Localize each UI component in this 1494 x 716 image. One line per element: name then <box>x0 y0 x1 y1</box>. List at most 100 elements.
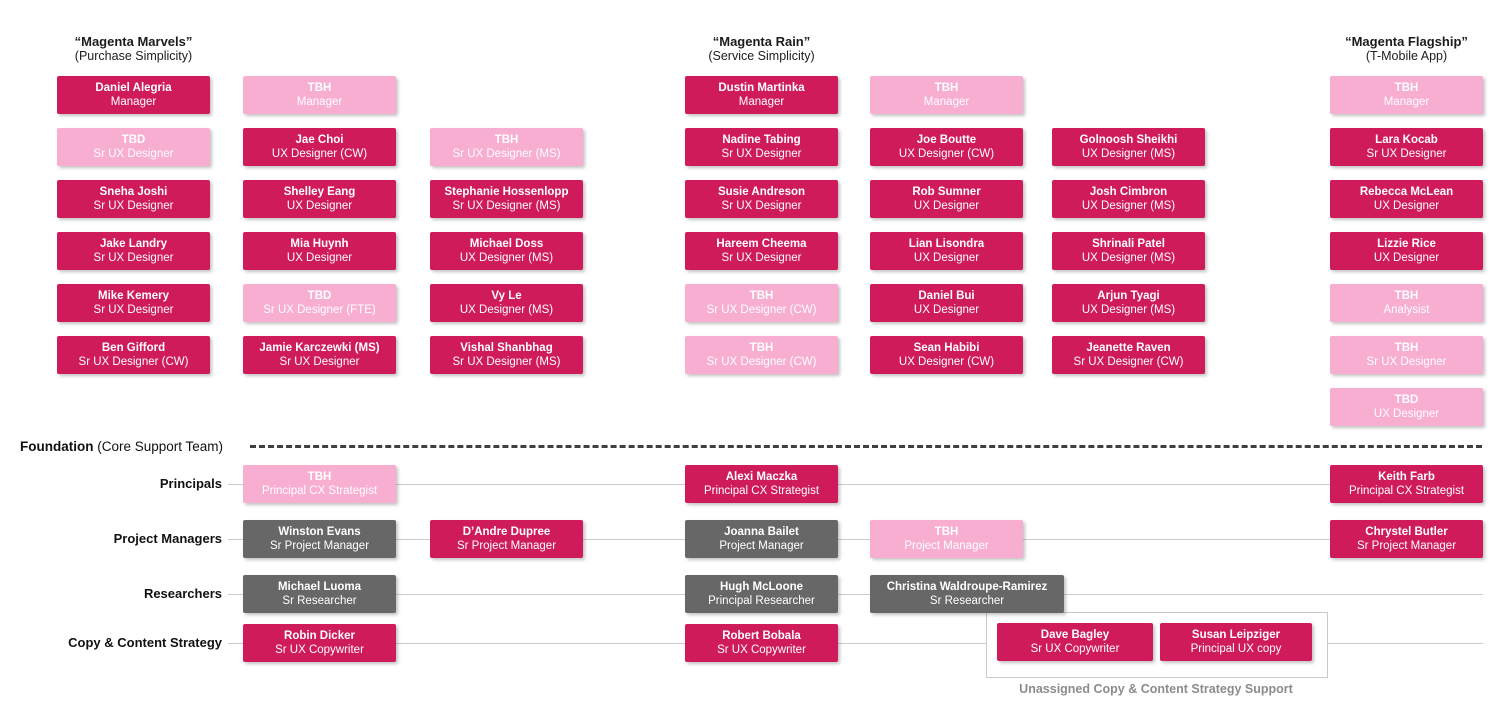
person-role: Sr UX Designer <box>721 252 802 264</box>
person-name: Shrinali Patel <box>1092 238 1165 250</box>
person-name: TBD <box>121 134 146 146</box>
person-role: Sr UX Designer <box>721 148 802 160</box>
person-name: TBH <box>307 82 332 94</box>
person-box: TBH Project Manager <box>870 520 1023 558</box>
person-box: TBH Manager <box>243 76 396 114</box>
person-name: Nadine Tabing <box>722 134 801 146</box>
team-title-subtitle: (Purchase Simplicity) <box>74 49 193 63</box>
person-role: Principal CX Strategist <box>703 485 820 497</box>
person-name: Sneha Joshi <box>99 186 168 198</box>
person-name: Susan Leipziger <box>1191 629 1281 641</box>
person-name: Lian Lisondra <box>908 238 985 250</box>
team-title-name: “Magenta Flagship” <box>1345 34 1468 49</box>
person-role: UX Designer <box>1373 200 1440 212</box>
person-name: Daniel Bui <box>918 290 975 302</box>
person-role: Manager <box>1383 96 1430 108</box>
person-name: Joanna Bailet <box>724 526 799 538</box>
person-role: Sr UX Designer <box>1366 356 1447 368</box>
person-box: Sneha Joshi Sr UX Designer <box>57 180 210 218</box>
person-role: Sr UX Designer <box>93 200 174 212</box>
person-name: Vishal Shanbhag <box>460 342 553 354</box>
person-role: UX Designer <box>1373 408 1440 420</box>
person-role: Principal Researcher <box>708 595 815 607</box>
person-box: Ben Gifford Sr UX Designer (CW) <box>57 336 210 374</box>
person-name: Robin Dicker <box>284 630 355 642</box>
person-role: Manager <box>923 96 970 108</box>
foundation-header-rest: (Core Support Team) <box>93 439 224 454</box>
person-role: Principal UX copy <box>1190 643 1282 655</box>
person-role: Manager <box>296 96 343 108</box>
person-name: Keith Farb <box>1378 471 1435 483</box>
person-role: UX Designer (MS) <box>459 252 554 264</box>
person-role: Sr Researcher <box>282 595 357 607</box>
person-role: Principal CX Strategist <box>261 485 378 497</box>
person-name: Jamie Karczewki (MS) <box>259 342 380 354</box>
person-name: TBH <box>494 134 519 146</box>
person-name: Hugh McLoone <box>719 581 804 593</box>
person-role: Sr Project Manager <box>269 540 370 552</box>
person-role: Sr UX Designer <box>721 200 802 212</box>
person-name: Daniel Alegria <box>95 82 172 94</box>
person-name: Ben Gifford <box>101 342 166 354</box>
person-name: TBH <box>1394 290 1419 302</box>
person-role: Analysist <box>1383 304 1430 316</box>
foundation-row-line <box>228 594 1483 595</box>
person-name: TBH <box>934 526 959 538</box>
person-name: Alexi Maczka <box>725 471 798 483</box>
person-role: UX Designer (MS) <box>1081 252 1176 264</box>
person-box: Arjun Tyagi UX Designer (MS) <box>1052 284 1205 322</box>
person-role: Sr Project Manager <box>1356 540 1457 552</box>
person-name: Dustin Martinka <box>718 82 805 94</box>
person-role: Project Manager <box>904 540 989 552</box>
person-name: Vy Le <box>491 290 522 302</box>
person-name: Jeanette Raven <box>1086 342 1171 354</box>
person-role: Sr Researcher <box>929 595 1005 607</box>
person-role: Sr Project Manager <box>456 540 557 552</box>
person-name: Lizzie Rice <box>1377 238 1436 250</box>
person-name: Jake Landry <box>99 238 168 250</box>
foundation-row-line <box>228 484 1483 485</box>
person-role: UX Designer (MS) <box>1081 304 1176 316</box>
person-role: Sr UX Designer (MS) <box>452 200 561 212</box>
person-name: Arjun Tyagi <box>1097 290 1160 302</box>
person-role: UX Designer <box>1373 252 1440 264</box>
team-title: “Magenta Flagship”(T-Mobile App) <box>1330 34 1483 64</box>
person-box: Nadine Tabing Sr UX Designer <box>685 128 838 166</box>
person-box: TBH Analysist <box>1330 284 1483 322</box>
person-role: UX Designer (CW) <box>271 148 368 160</box>
foundation-header: Foundation (Core Support Team) <box>20 439 223 454</box>
person-role: Manager <box>110 96 157 108</box>
person-role: Sr UX Designer (MS) <box>452 356 561 368</box>
person-role: Project Manager <box>719 540 804 552</box>
foundation-row-line <box>228 539 1483 540</box>
person-role: Sr UX Designer (CW) <box>78 356 189 368</box>
person-role: Principal CX Strategist <box>1348 485 1465 497</box>
team-title: “Magenta Rain”(Service Simplicity) <box>685 34 838 64</box>
